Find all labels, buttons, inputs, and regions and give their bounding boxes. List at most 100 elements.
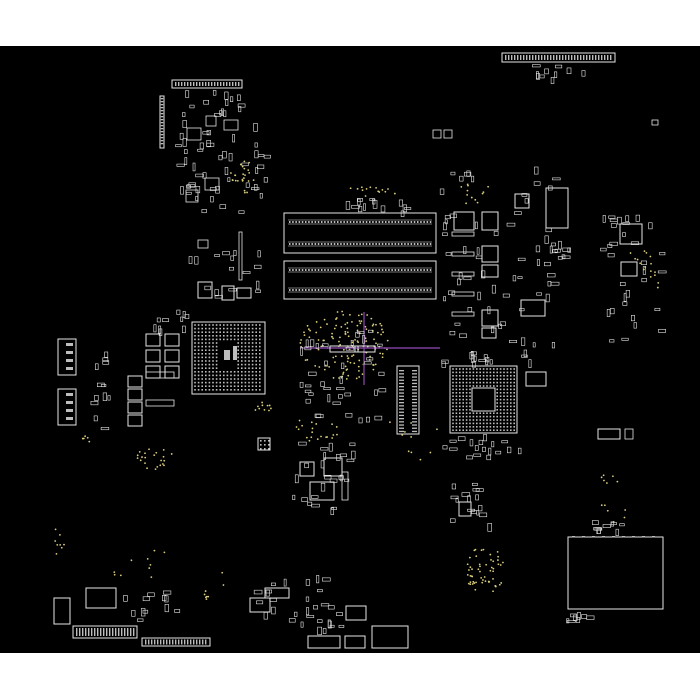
passive-component — [212, 90, 217, 96]
connector-pin — [160, 125, 164, 127]
bga-right-ball — [472, 375, 475, 377]
pcb-boardview-canvas[interactable] — [0, 46, 700, 653]
via — [606, 509, 609, 512]
connector-pin — [66, 417, 73, 420]
passive-component — [398, 199, 403, 207]
via — [328, 365, 331, 368]
passive-component — [350, 340, 354, 346]
connector-top-right-pin — [589, 55, 591, 60]
passive-component — [93, 415, 98, 422]
via — [310, 436, 313, 439]
dimm-slot-1-contact — [298, 221, 301, 223]
passive-component — [340, 453, 347, 457]
bga-left-ball — [259, 371, 261, 373]
dimm-slot-1-contact — [321, 221, 323, 223]
via — [295, 426, 298, 428]
via — [334, 355, 337, 358]
passive-component — [305, 384, 312, 388]
passive-component — [96, 382, 105, 387]
connector-top-right-pin — [562, 55, 564, 60]
via — [59, 533, 61, 536]
passive-component — [192, 162, 196, 172]
passive-component — [648, 222, 653, 230]
passive-component — [336, 454, 341, 461]
bga-right-ball — [462, 426, 464, 428]
passive-component — [102, 392, 107, 401]
dimm-slot-1-contact — [292, 221, 294, 223]
passive-component — [441, 361, 447, 368]
passive-component — [536, 292, 542, 296]
bga-left-ball — [205, 374, 207, 377]
dimm-slot-2 — [283, 260, 437, 300]
passive-component — [263, 177, 268, 183]
via — [148, 567, 151, 569]
dimm-slot-2-contact — [397, 289, 400, 291]
bga-left-ball — [212, 360, 214, 362]
via — [487, 185, 490, 188]
bga-right-ball — [462, 398, 464, 401]
bga-right-ball — [506, 381, 509, 384]
bga-right-ball — [513, 371, 515, 374]
passive-component — [622, 301, 628, 306]
connector-pin — [160, 116, 164, 118]
passive-component — [491, 284, 496, 294]
connector-pin — [160, 128, 164, 130]
dimm-slot-2-contact — [343, 269, 345, 271]
bga-left-ball — [251, 363, 254, 366]
bga-right-ball — [486, 375, 488, 377]
passive-component — [263, 154, 271, 159]
resistor-array — [145, 399, 175, 407]
connector-top-left-pin — [175, 82, 177, 86]
via — [243, 160, 246, 163]
via — [351, 321, 353, 323]
ic-u25 — [371, 625, 409, 649]
via — [298, 419, 301, 422]
connector-top-right — [501, 52, 616, 63]
bga-left-ball — [241, 335, 243, 337]
via — [643, 268, 645, 271]
connector-bottom-left — [53, 597, 71, 625]
bga-left-ball — [201, 335, 203, 337]
via — [234, 174, 236, 177]
via — [205, 595, 208, 598]
dimm-slot-1-contact — [407, 221, 409, 223]
passive-component — [283, 578, 287, 587]
bga-right-ball — [472, 426, 475, 428]
bga-right-ball — [476, 419, 478, 421]
via — [487, 580, 490, 583]
passive-component — [345, 346, 355, 351]
bga-left-ball — [244, 342, 247, 344]
bga-left-ball — [248, 345, 250, 348]
passive-component — [475, 494, 479, 501]
passive-component — [625, 290, 630, 298]
via — [63, 543, 65, 546]
bga-right-ball — [455, 395, 458, 397]
bga-right-ball — [452, 402, 454, 404]
dimm-slot-2-contact — [295, 269, 297, 271]
bga-left-ball — [244, 389, 247, 391]
passive-component — [327, 605, 335, 610]
connector-pin — [91, 628, 93, 636]
passive-component — [455, 497, 459, 503]
connector-pin — [399, 370, 404, 372]
bga-left-ball — [201, 389, 203, 391]
ic-u4 — [204, 177, 220, 191]
passive-component — [271, 582, 276, 586]
dimm-slot-2-contact — [375, 269, 377, 271]
bga-right-ball — [469, 381, 471, 384]
passive-component — [123, 595, 128, 602]
bga-right-ball — [465, 429, 468, 431]
bga-left-ball — [205, 371, 207, 373]
via — [419, 458, 422, 461]
dimm-slot-2-contact — [420, 289, 422, 291]
dimm-slot-2-contact — [388, 289, 390, 291]
bga-left-ball — [215, 389, 218, 391]
bga-right-ball — [469, 378, 471, 380]
bga-left-ball — [259, 378, 261, 380]
bga-left-ball — [248, 371, 250, 373]
passive-component — [524, 198, 529, 204]
passive-component — [195, 173, 204, 178]
resistor-array — [451, 271, 475, 277]
bga-right-ball — [465, 395, 468, 397]
bga-right-ball — [476, 415, 478, 418]
